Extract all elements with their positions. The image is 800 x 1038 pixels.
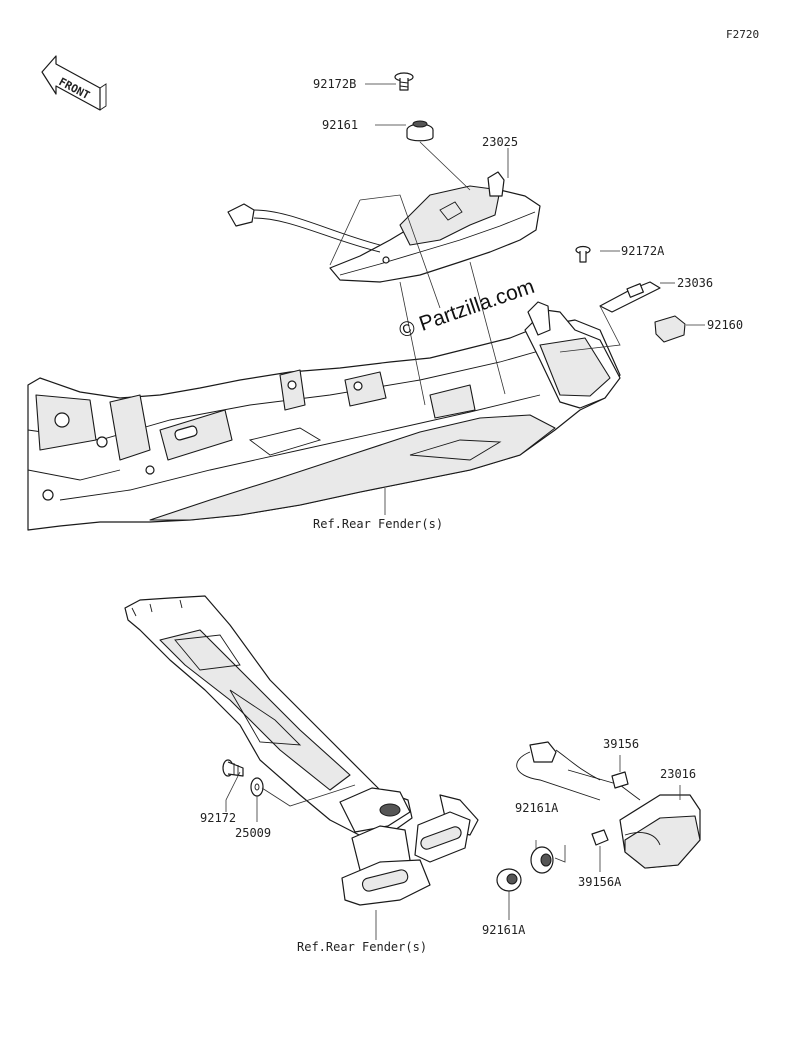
part-39156-clamp xyxy=(611,771,629,789)
leader-lines-upper xyxy=(329,83,705,515)
label-25009: 25009 xyxy=(235,826,271,840)
part-92172-bolt xyxy=(222,759,244,777)
label-92172: 92172 xyxy=(200,811,236,825)
label-23025: 23025 xyxy=(482,135,518,149)
label-92172B: 92172B xyxy=(313,77,356,91)
part-39156A-clamp xyxy=(591,829,609,846)
part-92172A-bolt xyxy=(575,245,591,263)
part-23025-cover xyxy=(329,171,541,283)
label-92160: 92160 xyxy=(707,318,743,332)
part-92172B-bolt xyxy=(394,72,414,91)
label-92172A: 92172A xyxy=(621,244,665,258)
label-92161A-upper: 92161A xyxy=(515,801,559,815)
front-arrow-icon: FRONT xyxy=(41,55,107,111)
label-23036: 23036 xyxy=(677,276,713,290)
label-ref-rear-fender-top: Ref.Rear Fender(s) xyxy=(313,517,443,531)
label-39156A: 39156A xyxy=(578,875,622,889)
rear-fender-upper xyxy=(27,301,621,531)
part-92161A-grommet-upper xyxy=(530,846,554,874)
part-92161-grommet xyxy=(406,120,434,142)
label-39156: 39156 xyxy=(603,737,639,751)
part-92161A-grommet-lower xyxy=(496,868,522,892)
label-ref-rear-fender-bottom: Ref.Rear Fender(s) xyxy=(297,940,427,954)
license-bracket-arm xyxy=(124,595,479,906)
figure-code: F2720 xyxy=(726,28,759,41)
part-25009-washer xyxy=(250,777,264,797)
watermark: © Partzilla.com xyxy=(396,275,537,343)
part-23036-bracket xyxy=(599,281,661,313)
part-23016-light xyxy=(619,794,701,869)
part-92160-pad xyxy=(654,315,686,343)
label-23016: 23016 xyxy=(660,767,696,781)
label-92161: 92161 xyxy=(322,118,358,132)
wiring-harness-upper xyxy=(227,203,381,253)
label-92161A-lower: 92161A xyxy=(482,923,526,937)
leader-lines-lower xyxy=(225,755,681,940)
